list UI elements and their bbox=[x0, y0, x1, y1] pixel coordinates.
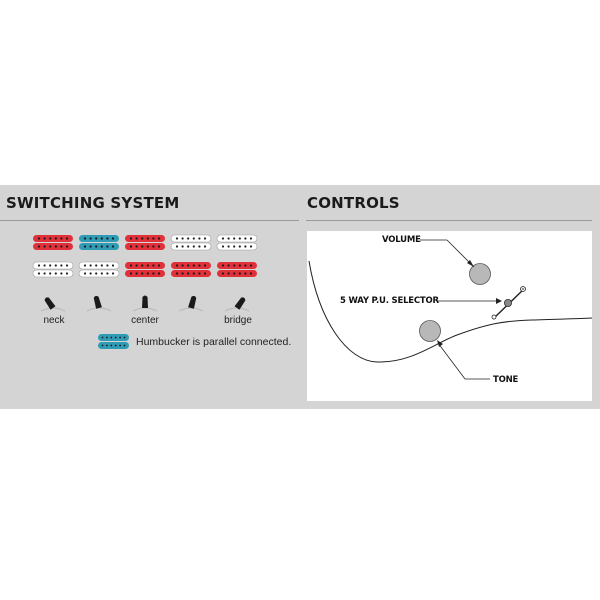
selector-lever-icon-1 bbox=[40, 297, 66, 312]
position-label-center: center bbox=[131, 315, 159, 326]
position-label-bridge: bridge bbox=[224, 315, 252, 326]
neck-humbucker-4 bbox=[170, 234, 212, 251]
neck-humbucker-3 bbox=[125, 235, 165, 250]
guitar-body-diagram bbox=[308, 239, 593, 380]
position-label-neck: neck bbox=[43, 315, 65, 326]
body-outline bbox=[308, 260, 593, 363]
bridge-humbucker-5 bbox=[217, 262, 257, 277]
tone-knob-icon bbox=[419, 320, 441, 342]
bridge-humbucker-1 bbox=[32, 261, 74, 278]
selector-lever-icon-5 bbox=[224, 297, 250, 312]
bridge-humbucker-4 bbox=[171, 262, 211, 277]
volume-knob-icon bbox=[469, 263, 491, 285]
pickup-grid-svg bbox=[32, 234, 258, 312]
bridge-humbucker-2 bbox=[78, 261, 120, 278]
tone-label: TONE bbox=[493, 375, 519, 385]
volume-label: VOLUME bbox=[382, 235, 421, 245]
selector-lever-icon-4 bbox=[178, 295, 204, 312]
bridge-humbucker-3 bbox=[125, 262, 165, 277]
selector-switch-icon bbox=[491, 286, 526, 320]
legend-text: Humbucker is parallel connected. bbox=[136, 336, 292, 348]
switching-system-title: SWITCHING SYSTEM bbox=[6, 194, 180, 212]
selector-lever-icon-2 bbox=[86, 295, 112, 312]
selector-label: 5 WAY P.U. SELECTOR bbox=[340, 296, 439, 306]
switching-title-rule bbox=[0, 220, 299, 221]
controls-diagram-panel: VOLUME 5 WAY P.U. SELECTOR TONE bbox=[307, 231, 593, 401]
controls-title-rule bbox=[306, 220, 592, 221]
neck-humbucker-1 bbox=[33, 235, 73, 250]
selector-lever-icon-3 bbox=[132, 295, 158, 312]
neck-humbucker-2 bbox=[79, 235, 119, 250]
neck-humbucker-5 bbox=[216, 234, 258, 251]
controls-title: CONTROLS bbox=[307, 194, 400, 212]
